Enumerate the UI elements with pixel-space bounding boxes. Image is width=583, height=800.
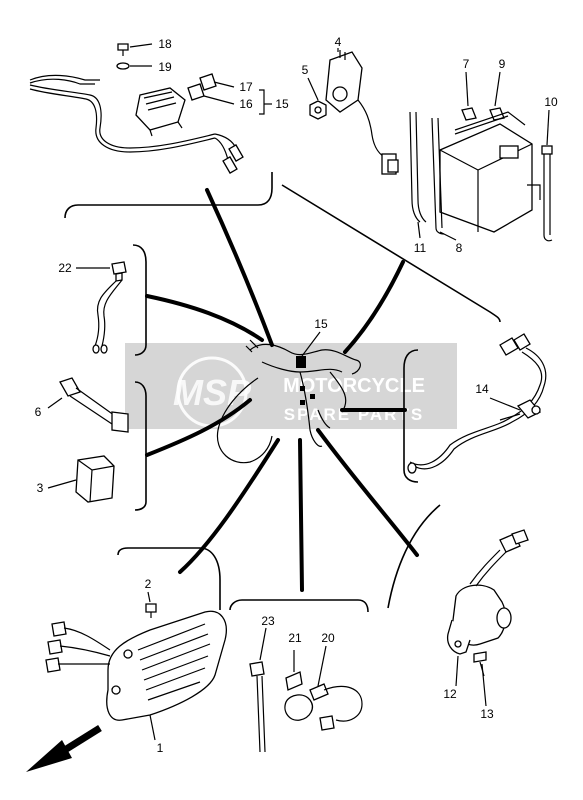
callout-20: 20 bbox=[321, 631, 335, 645]
callout-23: 23 bbox=[261, 614, 275, 628]
callout-22: 22 bbox=[58, 261, 72, 275]
relay-assembly bbox=[47, 377, 129, 503]
callout-21: 21 bbox=[288, 631, 302, 645]
starter-circuit-assembly bbox=[249, 627, 363, 753]
neutral-switch-assembly bbox=[76, 261, 127, 354]
callout-17: 17 bbox=[239, 80, 253, 94]
callout-5: 5 bbox=[302, 63, 309, 77]
callout-1: 1 bbox=[157, 741, 164, 755]
watermark-line2: SPARE PARTS bbox=[284, 405, 424, 424]
callout-15-top: 15 bbox=[275, 97, 289, 111]
watermark-line1: MOTORCYCLE bbox=[283, 375, 425, 397]
fuse-box-assembly bbox=[29, 43, 272, 174]
callout-11: 11 bbox=[414, 241, 427, 255]
starter-relay-assembly bbox=[446, 529, 529, 707]
callout-15-center: 15 bbox=[314, 317, 328, 331]
watermark: MSP MOTORCYCLE SPARE PARTS bbox=[125, 343, 457, 429]
callout-labels: 1 2 3 4 5 6 7 8 9 10 11 12 13 14 15 15 1… bbox=[35, 35, 558, 755]
callout-10: 10 bbox=[544, 95, 558, 109]
connector-lines bbox=[145, 188, 419, 592]
callout-7: 7 bbox=[463, 57, 470, 71]
callout-12: 12 bbox=[443, 687, 457, 701]
callout-8: 8 bbox=[456, 241, 463, 255]
callout-18: 18 bbox=[158, 37, 172, 51]
rear-brake-switch-assembly bbox=[407, 333, 547, 474]
watermark-logo: MSP bbox=[173, 372, 252, 413]
callout-9: 9 bbox=[499, 57, 506, 71]
callout-3: 3 bbox=[37, 481, 44, 495]
callout-13: 13 bbox=[480, 707, 494, 721]
callout-16: 16 bbox=[239, 97, 253, 111]
group-brackets bbox=[64, 172, 501, 613]
battery-assembly bbox=[307, 48, 553, 242]
callout-19: 19 bbox=[158, 60, 172, 74]
callout-14: 14 bbox=[475, 382, 489, 396]
callout-4: 4 bbox=[335, 35, 342, 49]
callout-2: 2 bbox=[145, 577, 152, 591]
direction-arrow-icon bbox=[26, 725, 102, 772]
main-harness bbox=[216, 339, 361, 464]
callout-6: 6 bbox=[35, 405, 42, 419]
rectifier-regulator-assembly bbox=[45, 591, 227, 741]
